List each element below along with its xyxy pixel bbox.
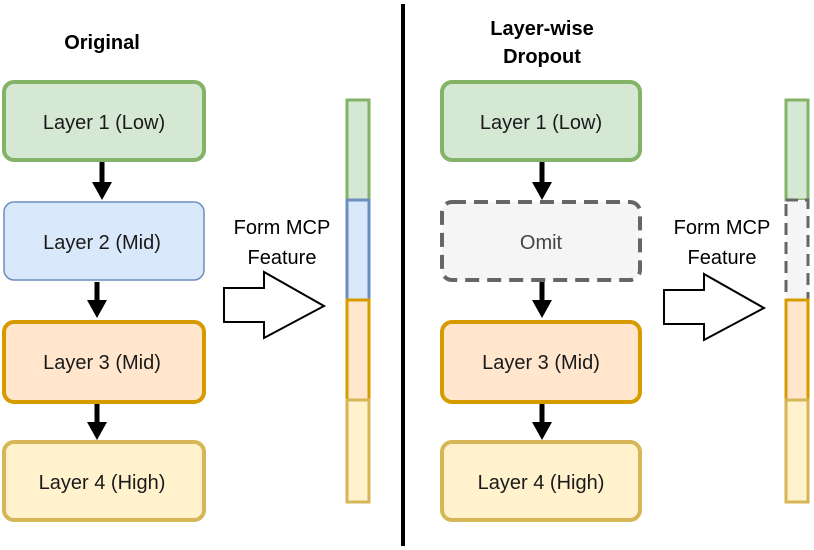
original-arrowhead-3-4: [87, 422, 107, 440]
dropout-layer-1-label: Layer 1 (Low): [480, 112, 602, 134]
original-form-feature-arrow: [223, 270, 327, 340]
original-layer-2-label: Layer 2 (Mid): [43, 232, 161, 254]
dropout-feature-segment-omit: [784, 198, 810, 302]
dropout-feature-segment-mid-3: [784, 298, 810, 402]
original-layer-1-box: [2, 80, 206, 162]
dropout-layer-3-label: Layer 3 (Mid): [482, 352, 600, 374]
dropout-layer-3-box: [440, 320, 642, 404]
dropout-form-feature-arrow: [663, 272, 767, 342]
original-feature-segment-high: [345, 398, 371, 504]
dropout-layer-4-label: Layer 4 (High): [478, 472, 605, 494]
dropout-feature-segment-high: [784, 398, 810, 504]
original-feature-segment-mid-3: [345, 298, 371, 402]
original-feature-segment-mid-2: [345, 198, 371, 302]
dropout-layer-4-box: [440, 440, 642, 522]
original-feature-label: Feature: [248, 247, 317, 269]
original-layer-2-box: [3, 201, 205, 281]
original-layer-4-label: Layer 4 (High): [39, 472, 166, 494]
dropout-feature-label: Feature: [688, 247, 757, 269]
dropout-title-line-2: Dropout: [503, 46, 581, 68]
original-form-mcp-label: Form MCP: [234, 217, 331, 239]
dropout-omit-box: [440, 200, 642, 282]
original-layer-3-box: [2, 320, 206, 404]
dropout-arrowhead-omit-3: [532, 300, 552, 318]
dropout-omit-label: Omit: [520, 232, 563, 254]
original-layer-4-box: [2, 440, 206, 522]
dropout-title-line-1: Layer-wise: [490, 18, 593, 40]
original-arrowhead-2-3: [87, 300, 107, 318]
dropout-arrowhead-3-4: [532, 422, 552, 440]
dropout-layer-1-box: [440, 80, 642, 162]
original-layer-3-label: Layer 3 (Mid): [43, 352, 161, 374]
original-title: Original: [64, 32, 140, 54]
dropout-arrowhead-1-omit: [532, 182, 552, 200]
dropout-form-mcp-label: Form MCP: [674, 217, 771, 239]
original-layer-1-label: Layer 1 (Low): [43, 112, 165, 134]
dropout-feature-segment-low: [784, 98, 810, 202]
original-arrowhead-1-2: [92, 182, 112, 200]
original-feature-segment-low: [345, 98, 371, 202]
